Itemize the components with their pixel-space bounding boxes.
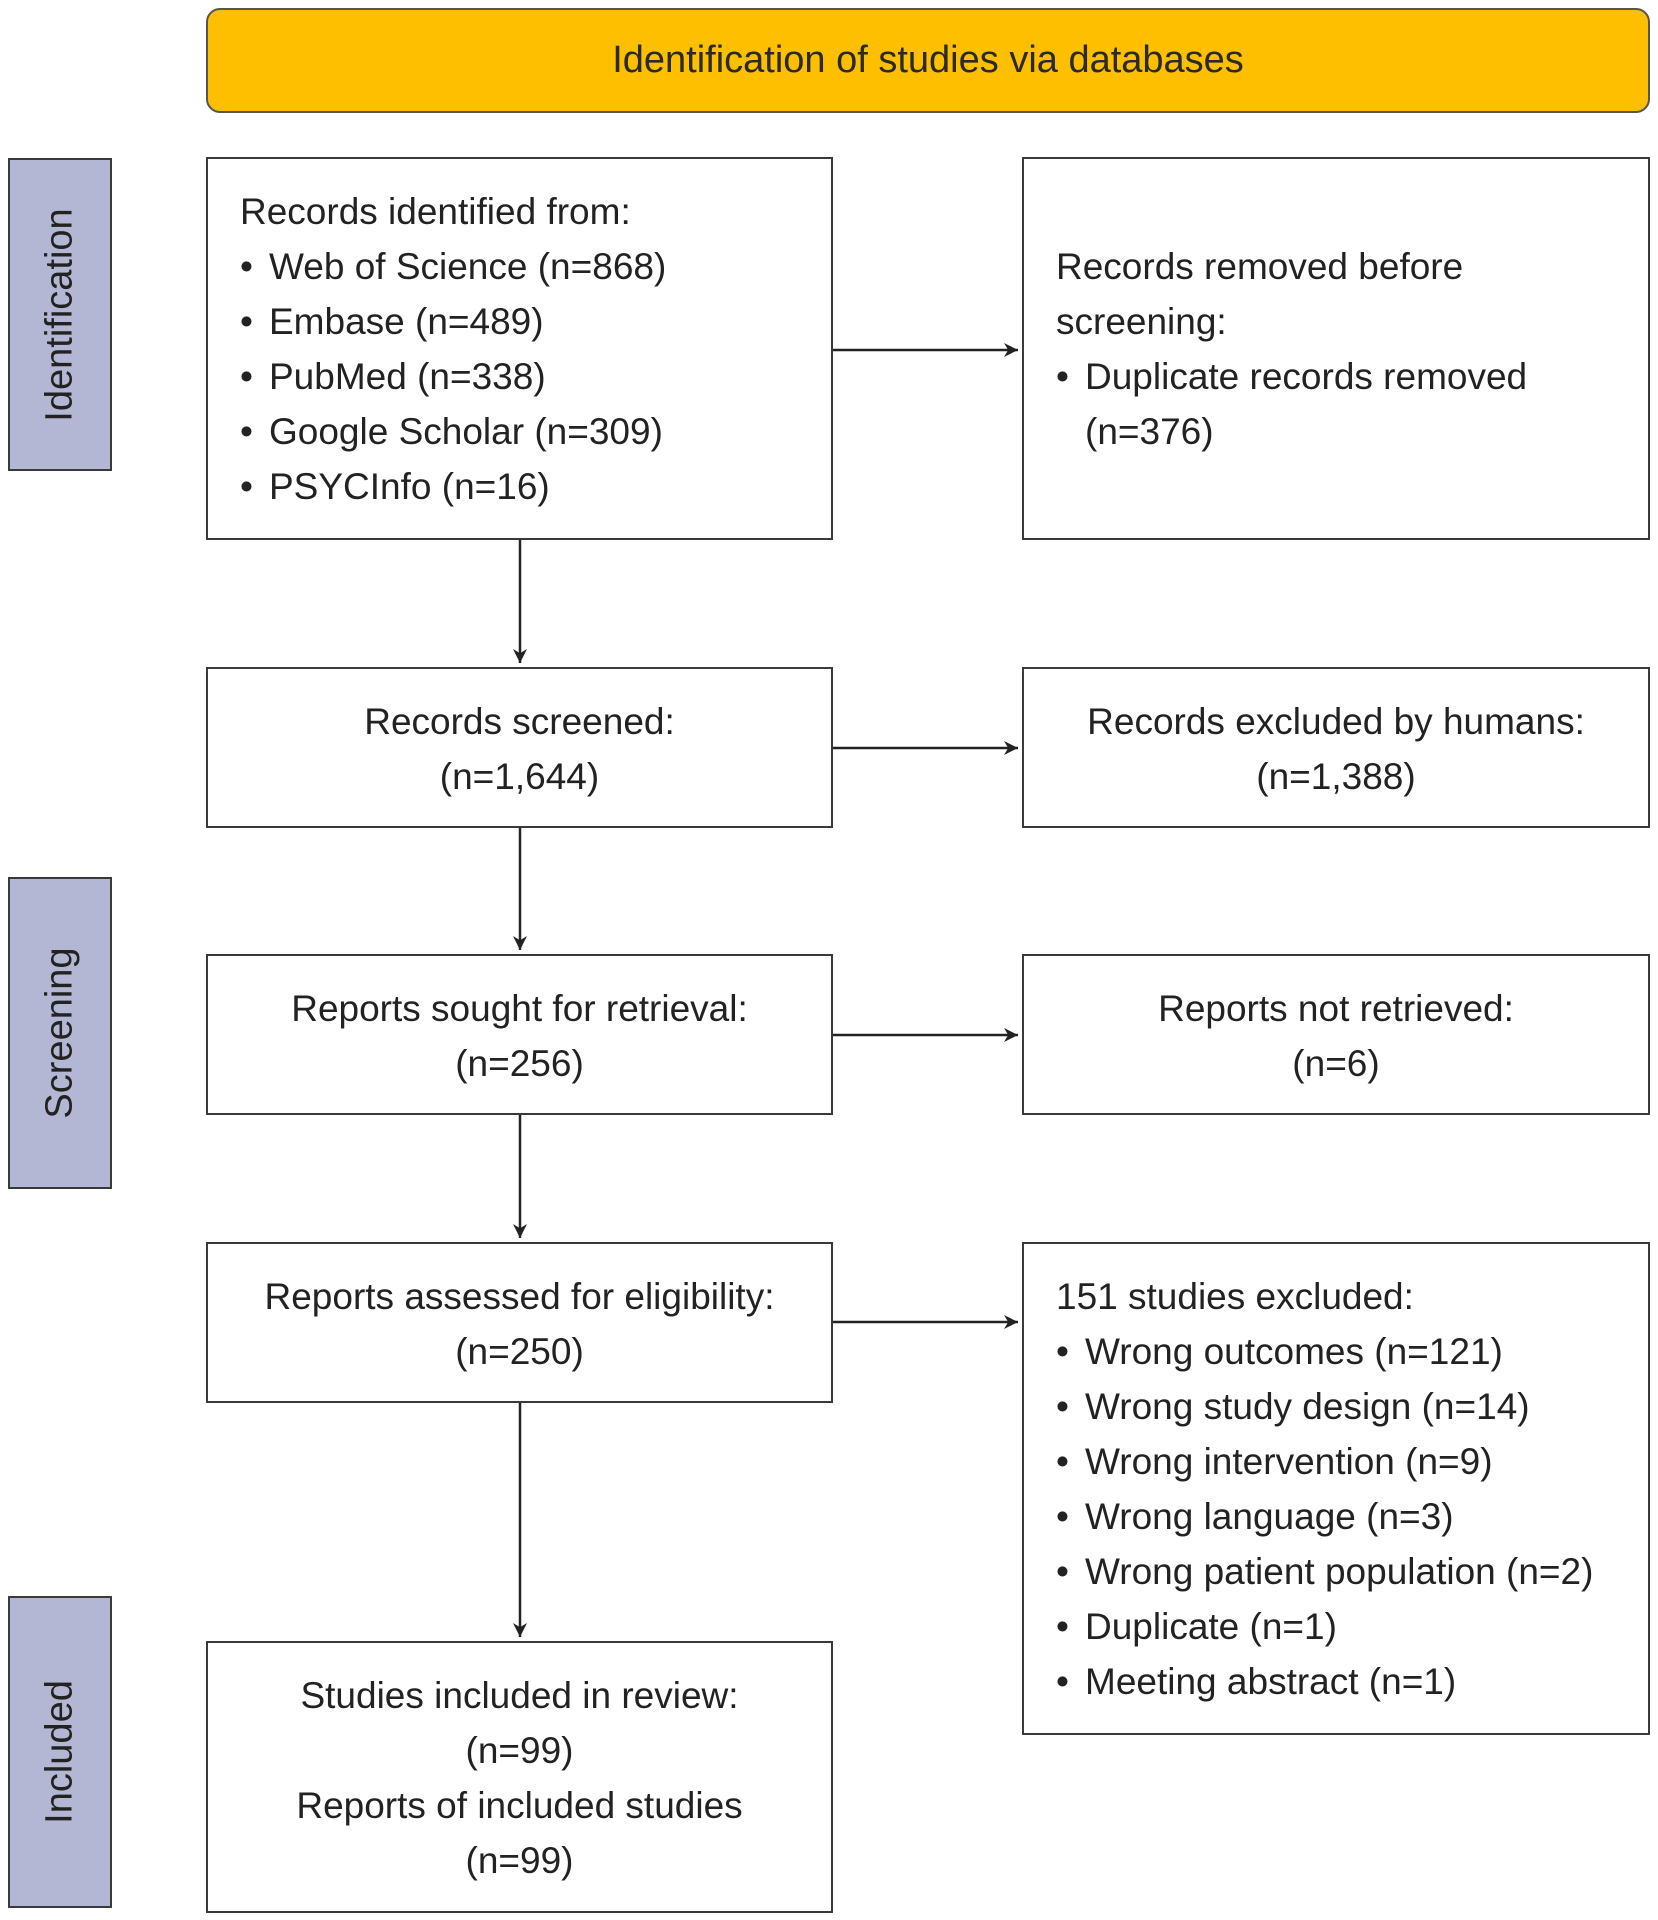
records-identified-box: Records identified from: Web of Science … — [206, 157, 833, 540]
exclusion-reason-item: Wrong patient population (n=2) — [1056, 1544, 1648, 1599]
records-removed-box: Records removed before screening: Duplic… — [1022, 157, 1650, 540]
studies-excluded-box: 151 studies excluded: Wrong outcomes (n=… — [1022, 1242, 1650, 1735]
studies-excluded-heading: 151 studies excluded: — [1056, 1276, 1414, 1317]
source-list: Web of Science (n=868) Embase (n=489) Pu… — [240, 239, 831, 514]
stage-label-identification: Identification — [8, 158, 112, 471]
reports-sought-box: Reports sought for retrieval: (n=256) — [206, 954, 833, 1115]
exclusion-reason-item: Wrong language (n=3) — [1056, 1489, 1648, 1544]
reports-included-label: Reports of included studies — [296, 1785, 743, 1826]
records-excluded-count: (n=1,388) — [1256, 756, 1416, 797]
reports-assessed-label: Reports assessed for eligibility: — [264, 1276, 775, 1317]
records-excluded-label: Records excluded by humans: — [1087, 701, 1585, 742]
exclusion-reason-item: Wrong intervention (n=9) — [1056, 1434, 1648, 1489]
reports-sought-count: (n=256) — [455, 1043, 584, 1084]
header-banner: Identification of studies via databases — [206, 8, 1650, 113]
exclusion-reason-item: Wrong outcomes (n=121) — [1056, 1324, 1648, 1379]
exclusion-reason-item: Meeting abstract (n=1) — [1056, 1654, 1648, 1709]
records-removed-line1: Records removed before — [1056, 246, 1464, 287]
reports-assessed-box: Reports assessed for eligibility: (n=250… — [206, 1242, 833, 1403]
source-item: Embase (n=489) — [240, 294, 831, 349]
records-screened-count: (n=1,644) — [439, 756, 600, 797]
records-excluded-box: Records excluded by humans: (n=1,388) — [1022, 667, 1650, 828]
records-identified-heading: Records identified from: — [240, 191, 631, 232]
duplicate-records-item: Duplicate records removed — [1056, 349, 1648, 404]
records-screened-label: Records screened: — [364, 701, 675, 742]
reports-not-retrieved-label: Reports not retrieved: — [1158, 988, 1514, 1029]
reports-not-retrieved-count: (n=6) — [1292, 1043, 1380, 1084]
exclusion-reason-item: Duplicate (n=1) — [1056, 1599, 1648, 1654]
reports-not-retrieved-box: Reports not retrieved: (n=6) — [1022, 954, 1650, 1115]
reports-sought-label: Reports sought for retrieval: — [291, 988, 748, 1029]
studies-included-count: (n=99) — [465, 1730, 574, 1771]
reports-included-count: (n=99) — [465, 1840, 574, 1881]
reports-assessed-count: (n=250) — [455, 1331, 584, 1372]
records-removed-line2: screening: — [1056, 301, 1227, 342]
source-item: PubMed (n=338) — [240, 349, 831, 404]
source-item: PSYCInfo (n=16) — [240, 459, 831, 514]
studies-included-label: Studies included in review: — [300, 1675, 739, 1716]
source-item: Google Scholar (n=309) — [240, 404, 831, 459]
stage-label-included: Included — [8, 1596, 112, 1908]
studies-included-box: Studies included in review: (n=99) Repor… — [206, 1641, 833, 1913]
exclusion-reason-item: Wrong study design (n=14) — [1056, 1379, 1648, 1434]
exclusion-reason-list: Wrong outcomes (n=121) Wrong study desig… — [1056, 1324, 1648, 1709]
header-title: Identification of studies via databases — [612, 39, 1244, 81]
duplicate-records-count: (n=376) — [1085, 411, 1214, 452]
source-item: Web of Science (n=868) — [240, 239, 831, 294]
records-screened-box: Records screened: (n=1,644) — [206, 667, 833, 828]
stage-label-screening: Screening — [8, 877, 112, 1189]
